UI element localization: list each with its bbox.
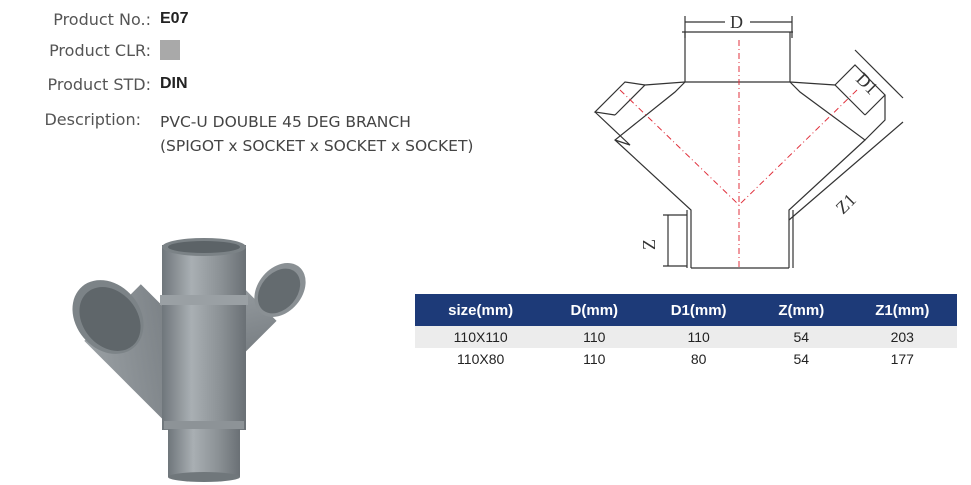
dim-label-Z: Z xyxy=(639,239,659,250)
product-no-label: Product No.: xyxy=(53,10,151,29)
col-header-d1: D1(mm) xyxy=(642,294,756,326)
description-line-2: (SPIGOT x SOCKET x SOCKET x SOCKET) xyxy=(160,137,474,155)
product-clr-label: Product CLR: xyxy=(49,41,151,60)
description-line-1: PVC-U DOUBLE 45 DEG BRANCH xyxy=(160,113,411,131)
table-row: 110X80 110 80 54 177 xyxy=(415,348,957,370)
description-label: Description: xyxy=(44,110,141,129)
spec-table: size(mm) D(mm) D1(mm) Z(mm) Z1(mm) 110X1… xyxy=(415,294,957,370)
table-cell: 203 xyxy=(847,326,957,348)
product-std-label: Product STD: xyxy=(47,75,151,94)
product-image xyxy=(72,238,306,482)
table-cell: 110X80 xyxy=(457,351,505,367)
col-header-size: size(mm) xyxy=(415,294,547,326)
table-cell: 110 xyxy=(546,326,643,348)
table-row: 110X110 110 110 54 203 xyxy=(415,326,957,348)
table-header-row: size(mm) D(mm) D1(mm) Z(mm) Z1(mm) xyxy=(415,294,957,326)
dim-label-D: D xyxy=(730,12,743,32)
col-header-z: Z(mm) xyxy=(755,294,848,326)
table-cell: 110X110 xyxy=(415,326,547,348)
color-swatch xyxy=(160,40,180,60)
col-header-d: D(mm) xyxy=(546,294,643,326)
table-cell: 80 xyxy=(690,351,707,367)
table-cell: 110 xyxy=(583,351,606,367)
table-cell: 177 xyxy=(890,351,914,367)
col-header-z1: Z1(mm) xyxy=(847,294,957,326)
technical-diagram: D D1 Z Z1 xyxy=(593,12,904,269)
table-cell: 54 xyxy=(755,326,848,348)
dim-label-Z1: Z1 xyxy=(832,190,860,218)
table-cell: 110 xyxy=(642,326,756,348)
product-no-value: E07 xyxy=(160,10,189,27)
table-cell: 54 xyxy=(793,351,810,367)
product-std-value: DIN xyxy=(160,75,188,92)
